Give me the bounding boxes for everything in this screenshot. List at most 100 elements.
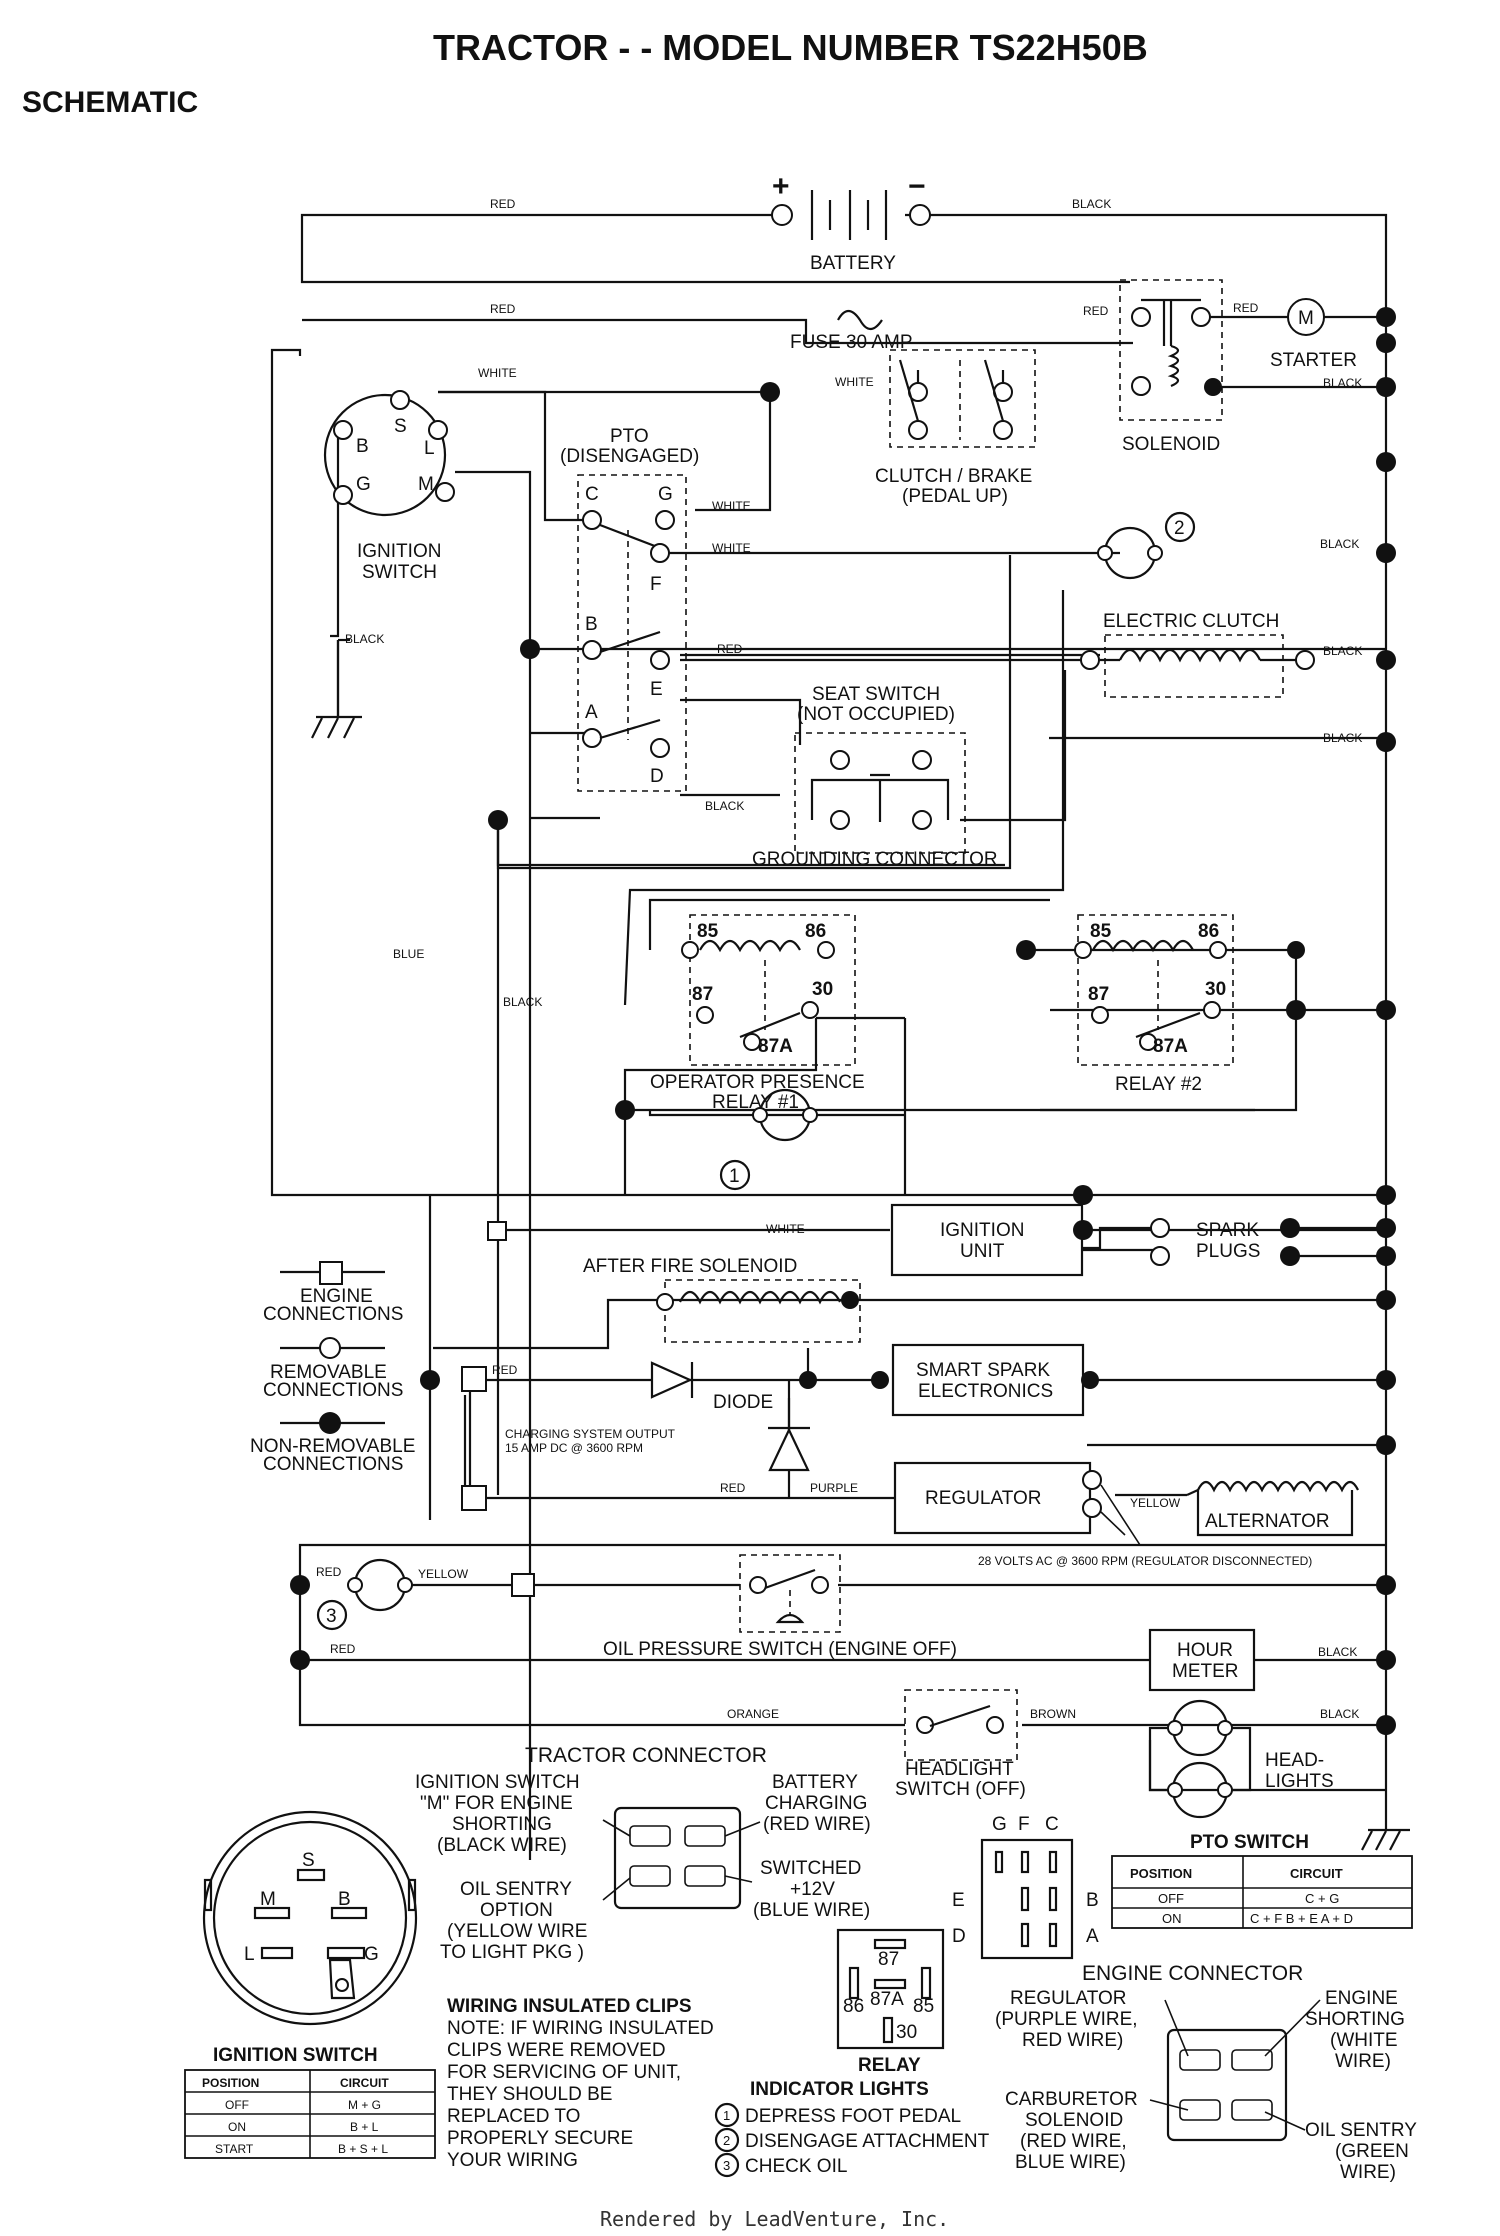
relay-detail: 87 86 87A 85 30 RELAY [836, 1928, 945, 2076]
wire-black-ign: BLACK [345, 632, 384, 646]
smart-spark-label-2: ELECTRONICS [918, 1381, 1053, 1402]
indicator-light-1: 1 [719, 1088, 818, 1191]
relay2-label: RELAY #2 [1115, 1074, 1202, 1095]
relay-detail-30: 30 [896, 2022, 917, 2043]
headlight-switch: ORANGE HEADLIGHT SWITCH (OFF) BROWN [727, 1689, 1076, 1800]
wire-red-solenoid: RED [1083, 304, 1109, 318]
footer-credit: Rendered by LeadVenture, Inc. [600, 2207, 949, 2231]
wiring-lines [270, 213, 1388, 1860]
pto-table-r1c1: OFF [1158, 1891, 1184, 1906]
wire-red-fuse: RED [490, 302, 516, 316]
seat-switch-label: SEAT SWITCH [812, 684, 940, 705]
ign-table-h2: CIRCUIT [340, 2076, 389, 2090]
ec-carb-3: (RED WIRE, [1020, 2131, 1127, 2152]
page-title: TRACTOR - - MODEL NUMBER TS22H50B [433, 27, 1148, 68]
oil-pressure-switch: OIL PRESSURE SWITCH (ENGINE OFF) RED [330, 1554, 957, 1660]
battery-label: BATTERY [810, 253, 896, 274]
tc-left1-4: (BLACK WIRE) [437, 1835, 567, 1856]
grounding-connector-label: GROUNDING CONNECTOR [752, 849, 998, 870]
wire-white-ign-unit: WHITE [766, 1222, 805, 1236]
ignition-unit-label-2: UNIT [960, 1241, 1005, 1262]
wire-black-seat: BLACK [705, 799, 744, 813]
pto-detail-a: A [1086, 1926, 1099, 1947]
tc-left1-3: SHORTING [452, 1814, 552, 1835]
pto-pin-g: G [658, 484, 673, 505]
pto-detail-title: PTO SWITCH [1190, 1832, 1309, 1853]
clutch-brake-sub-label: (PEDAL UP) [902, 486, 1008, 507]
ec-oil-3: WIRE) [1340, 2162, 1396, 2183]
legend-engine-2: CONNECTIONS [263, 1304, 403, 1325]
ec-carb-2: SOLENOID [1025, 2110, 1123, 2131]
relay-detail-87a: 87A [870, 1989, 904, 2010]
alternator-note: 28 VOLTS AC @ 3600 RPM (REGULATOR DISCON… [978, 1554, 1312, 1568]
tractor-connector-title: TRACTOR CONNECTOR [525, 1744, 767, 1767]
insulated-clips-note: WIRING INSULATED CLIPS NOTE: IF WIRING I… [447, 1996, 714, 2171]
ign-table-r1c1: OFF [225, 2098, 249, 2112]
ignition-switch-detail: S M B L G IGNITION SWITCH POSITION CIRCU… [184, 1810, 436, 2159]
legend-nonremovable-2: CONNECTIONS [263, 1454, 403, 1475]
note-line-3: FOR SERVICING OF UNIT, [447, 2062, 681, 2083]
regulator: REGULATOR [893, 1461, 1102, 1535]
ec-regulator-2: (PURPLE WIRE, [995, 2009, 1138, 2030]
ec-regulator-3: RED WIRE) [1022, 2030, 1123, 2051]
pto-pin-d: D [650, 766, 664, 787]
relay1-pin-85: 85 [697, 921, 719, 942]
pto-pin-b: B [585, 614, 598, 635]
alternator: YELLOW ALTERNATOR 28 VOLTS AC @ 3600 RPM… [978, 1480, 1359, 1568]
diode-label: DIODE [713, 1392, 773, 1413]
relay2-pin-86: 86 [1198, 921, 1219, 942]
ign-pin-m: M [418, 474, 434, 495]
ign-detail-l: L [244, 1944, 255, 1965]
legend-engine-1: ENGINE [300, 1286, 373, 1307]
wire-white-pto-f: WHITE [712, 541, 751, 555]
tc-left1-1: IGNITION SWITCH [415, 1772, 580, 1793]
ign-detail-g: G [364, 1944, 379, 1965]
ec-oil-2: (GREEN [1335, 2141, 1409, 2162]
note-line-6: PROPERLY SECURE [447, 2128, 633, 2149]
tc-right1-1: BATTERY [772, 1772, 858, 1793]
ec-regulator-1: REGULATOR [1010, 1988, 1127, 2009]
wire-purple-charging: PURPLE [810, 1481, 858, 1495]
pto-table-r1c2: C + G [1305, 1891, 1339, 1906]
legend: ENGINE CONNECTIONS REMOVABLE CONNECTIONS… [250, 1261, 415, 1475]
ec-carb-1: CARBURETOR [1005, 2089, 1138, 2110]
hour-meter-label-2: METER [1172, 1661, 1239, 1682]
pto-pin-e: E [650, 679, 663, 700]
seat-switch-sub-label: (NOT OCCUPIED) [797, 704, 955, 725]
clutch-brake-label: CLUTCH / BRAKE [875, 466, 1032, 487]
pto-label: PTO [610, 426, 649, 447]
pto-detail-c: C [1045, 1814, 1059, 1835]
solenoid-label: SOLENOID [1122, 434, 1220, 455]
note-line-5: REPLACED TO [447, 2106, 580, 2127]
engine-connector-title: ENGINE CONNECTOR [1082, 1962, 1303, 1985]
ec-carb-4: BLUE WIRE) [1015, 2152, 1126, 2173]
wire-red-oil: RED [330, 1642, 356, 1656]
relay1-pin-86: 86 [805, 921, 826, 942]
headlights: HEAD- LIGHTS BLACK [1148, 1699, 1359, 1819]
wire-black-light2: BLACK [1320, 537, 1359, 551]
pto-pin-c: C [585, 484, 599, 505]
pto-pin-f: F [650, 574, 662, 595]
ec-shorting-2: SHORTING [1305, 2009, 1405, 2030]
seat-switch: SEAT SWITCH (NOT OCCUPIED) BLACK GROUNDI… [705, 684, 1362, 870]
hour-meter-label-1: HOUR [1177, 1640, 1233, 1661]
relay-1: 85 86 87 30 87A OPERATOR PRESENCE RELAY … [650, 914, 865, 1113]
tc-right1-3: (RED WIRE) [763, 1814, 871, 1835]
note-line-7: YOUR WIRING [447, 2150, 578, 2171]
wire-black-eclutch: BLACK [1323, 644, 1362, 658]
tc-right2-1: SWITCHED [760, 1858, 861, 1879]
smart-spark-electronics: SMART SPARK ELECTRONICS [871, 1343, 1396, 1417]
ign-table-r2c1: ON [228, 2120, 246, 2134]
ign-pin-b: B [356, 436, 369, 457]
after-fire-solenoid: AFTER FIRE SOLENOID [487, 1221, 861, 1343]
ign-switch-label-1: IGNITION [357, 541, 441, 562]
oil-pressure-label: OIL PRESSURE SWITCH (ENGINE OFF) [603, 1639, 957, 1660]
wire-yellow-alternator: YELLOW [1130, 1496, 1181, 1510]
pto-sub-label: (DISENGAGED) [560, 446, 699, 467]
ign-detail-title: IGNITION SWITCH [213, 2045, 378, 2066]
tractor-connector: TRACTOR CONNECTOR IGNITION SWITCH "M" FO… [415, 1744, 871, 1963]
ign-table-r3c2: B + S + L [338, 2142, 388, 2156]
wire-blue-vertical: BLUE [393, 947, 424, 961]
wire-black-hour: BLACK [1318, 1645, 1357, 1659]
relay-detail-87: 87 [878, 1949, 899, 1970]
